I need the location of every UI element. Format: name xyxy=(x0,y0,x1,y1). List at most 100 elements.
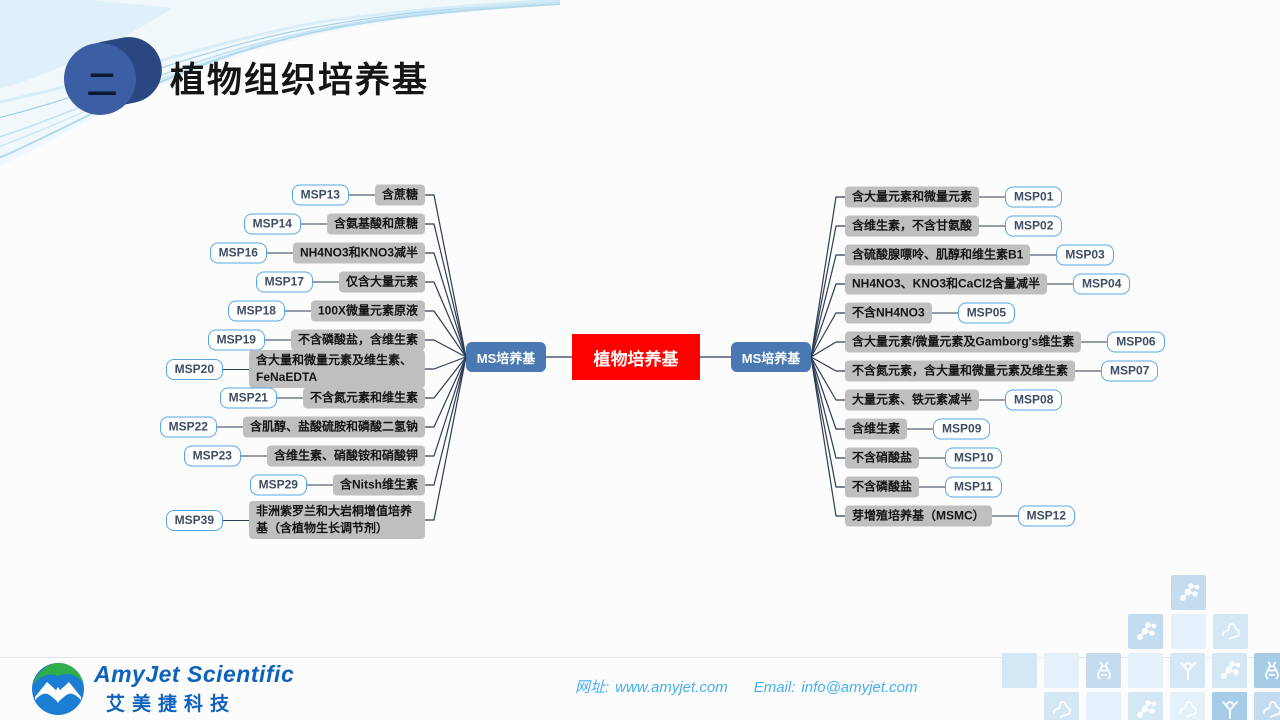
email-label: Email: xyxy=(753,679,796,696)
branch-desc: NH4NO3和KNO3减半 xyxy=(292,242,425,264)
dna-icon-square xyxy=(1086,653,1121,688)
dna-icon xyxy=(1264,661,1279,680)
branch-desc: 不含硝酸盐 xyxy=(845,447,920,469)
msp-code-chip: MSP06 xyxy=(1107,331,1165,353)
protein-icon xyxy=(1221,623,1240,640)
branch-desc: NH4NO3、KNO3和CaCl2含量减半 xyxy=(845,273,1048,295)
branch-desc: 含蔗糖 xyxy=(374,184,425,206)
molecule-icon xyxy=(1136,622,1156,641)
msp-code-chip: MSP05 xyxy=(957,302,1016,324)
chip-connector xyxy=(223,519,249,521)
msp-code-chip: MSP03 xyxy=(1056,244,1114,266)
chip-connector xyxy=(991,515,1018,517)
branch-row-left: MSP17 仅含大量元素 xyxy=(255,271,425,293)
protein-icon xyxy=(1052,701,1071,718)
msp-code-chip: MSP23 xyxy=(183,445,241,467)
msp-code-chip: MSP20 xyxy=(165,358,223,380)
chip-connector xyxy=(300,223,327,225)
msp-code-chip: MSP08 xyxy=(1005,389,1063,411)
footer-divider xyxy=(0,657,1280,658)
chip-connector xyxy=(979,225,1006,227)
branch-row-right: 含硫酸腺嘌呤、肌醇和维生素B1 MSP03 xyxy=(845,244,1114,266)
branch-row-left: MSP13 含蔗糖 xyxy=(291,184,425,206)
antibody-icon xyxy=(1221,701,1238,719)
cylinder-shape-icon xyxy=(64,37,162,115)
email-address: info@amyjet.com xyxy=(801,679,918,696)
chip-connector xyxy=(1075,370,1102,372)
msp-code-chip: MSP14 xyxy=(243,213,301,235)
molecule-icon xyxy=(1136,700,1156,719)
molecule-icon xyxy=(1220,661,1240,680)
website-url: www.amyjet.com xyxy=(615,679,728,696)
chip-connector xyxy=(306,484,333,486)
protein-icon xyxy=(1178,701,1197,718)
plain-square xyxy=(1171,614,1206,649)
page-title: 植物组织培养基 xyxy=(170,61,430,100)
branch-row-right: 含大量元素/微量元素及Gamborg's维生素 MSP06 xyxy=(845,331,1165,353)
protein-icon-square xyxy=(1044,692,1079,720)
plain-square xyxy=(1086,692,1121,720)
branch-desc: 含肌醇、盐酸硫胺和磷酸二氢钠 xyxy=(242,416,425,438)
protein-icon-square xyxy=(1170,692,1205,720)
group-node-ms-left: MS培养基 xyxy=(466,342,546,372)
branch-desc: 含维生素，不含甘氨酸 xyxy=(845,215,980,237)
section-number: 二 xyxy=(87,69,117,102)
chip-connector xyxy=(240,455,267,457)
branch-desc: 仅含大量元素 xyxy=(338,271,425,293)
company-logo: AmyJet Scientific 艾美捷科技 xyxy=(30,661,294,717)
branch-desc: 含硫酸腺嘌呤、肌醇和维生素B1 xyxy=(845,244,1031,266)
branch-desc: 含氨基酸和蔗糖 xyxy=(326,213,425,235)
molecule-icon-square xyxy=(1128,692,1163,720)
branch-desc: 含大量元素/微量元素及Gamborg's维生素 xyxy=(845,331,1082,353)
chip-connector xyxy=(979,196,1006,198)
msp-code-chip: MSP29 xyxy=(249,474,307,496)
chip-connector xyxy=(1030,254,1057,256)
msp-code-chip: MSP22 xyxy=(159,416,217,438)
chip-connector xyxy=(312,281,339,283)
branch-desc: 含维生素、硝酸铵和硝酸钾 xyxy=(266,445,425,467)
msp-code-chip: MSP04 xyxy=(1073,273,1131,295)
msp-code-chip: MSP13 xyxy=(291,184,349,206)
protein-icon-square xyxy=(1254,692,1280,720)
msp-code-chip: MSP09 xyxy=(933,418,991,440)
center-node: 植物培养基 xyxy=(572,334,700,380)
branch-row-left: MSP23 含维生素、硝酸铵和硝酸钾 xyxy=(183,445,425,467)
branch-desc: 含大量和微量元素及维生素、FeNaEDTA xyxy=(249,350,425,388)
msp-code-chip: MSP17 xyxy=(255,271,313,293)
molecule-icon-square xyxy=(1171,575,1206,610)
branch-desc: 含大量元素和微量元素 xyxy=(845,186,980,208)
chip-connector xyxy=(1081,341,1108,343)
msp-code-chip: MSP07 xyxy=(1101,360,1159,382)
branch-desc: 不含氮元素和维生素 xyxy=(302,387,425,409)
msp-code-chip: MSP18 xyxy=(227,300,285,322)
protein-icon-square xyxy=(1213,614,1248,649)
chip-connector xyxy=(1047,283,1074,285)
antibody-icon-square xyxy=(1212,692,1247,720)
chip-connector xyxy=(979,399,1006,401)
plain-square xyxy=(1128,653,1163,688)
chip-connector xyxy=(266,252,293,254)
logo-title: AmyJet Scientific xyxy=(94,661,295,687)
branch-row-right: 芽增殖培养基（MSMC） MSP12 xyxy=(845,505,1076,527)
chip-connector xyxy=(284,310,311,312)
msp-code-chip: MSP02 xyxy=(1005,215,1063,237)
msp-code-chip: MSP12 xyxy=(1017,505,1076,527)
branch-desc: 芽增殖培养基（MSMC） xyxy=(845,505,992,527)
molecule-icon xyxy=(1179,583,1199,602)
branch-row-left: MSP18 100X微量元素原液 xyxy=(227,300,425,322)
branch-desc: 不含磷酸盐，含维生素 xyxy=(290,329,425,351)
logo-subtitle: 艾美捷科技 xyxy=(106,694,237,715)
branch-desc: 100X微量元素原液 xyxy=(310,300,425,322)
logo-text: AmyJet Scientific 艾美捷科技 xyxy=(94,661,294,716)
dna-icon xyxy=(1096,661,1111,680)
